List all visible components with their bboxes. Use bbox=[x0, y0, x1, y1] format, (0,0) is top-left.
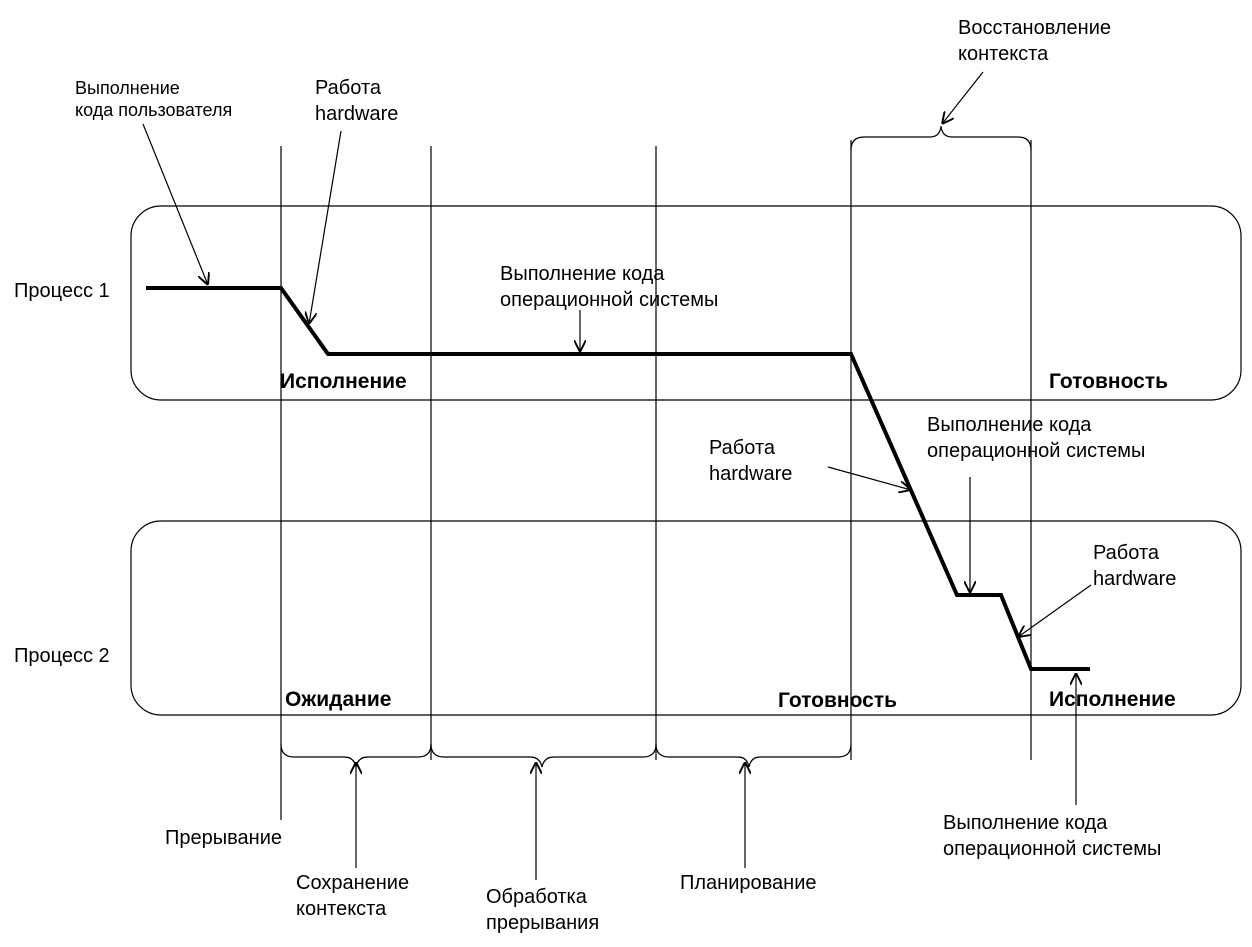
brace-restore-context bbox=[850, 125, 1032, 151]
brace-scheduling bbox=[655, 743, 852, 768]
annotation-hardware-1: Работа hardware bbox=[315, 77, 399, 125]
state-p2-ready: Готовность bbox=[778, 689, 898, 712]
phase-interrupt-handling: Обработка прерывания bbox=[486, 886, 600, 934]
state-p2-execution: Исполнение bbox=[1049, 688, 1176, 711]
arrow-user-code bbox=[142, 123, 208, 285]
brace-interrupt-handling bbox=[430, 743, 657, 768]
annotation-restore-context: Восстановление контекста bbox=[958, 17, 1111, 65]
phase-scheduling: Планирование bbox=[680, 872, 817, 894]
annotation-os-code-1: Выполнение кода операционной системы bbox=[500, 263, 719, 311]
process-1-box bbox=[130, 205, 1242, 401]
state-p1-ready: Готовность bbox=[1049, 370, 1169, 393]
process-2-box bbox=[130, 520, 1242, 716]
annotation-os-code-2: Выполнение кода операционной системы bbox=[927, 414, 1146, 462]
annotation-hardware-2: Работа hardware bbox=[709, 437, 793, 485]
phase-save-context: Сохранение контекста bbox=[296, 872, 410, 920]
phase-interrupt: Прерывание bbox=[165, 827, 282, 849]
state-p2-waiting: Ожидание bbox=[285, 688, 392, 711]
annotation-hardware-3: Работа hardware bbox=[1093, 542, 1177, 590]
annotation-os-code-3: Выполнение кода операционной системы bbox=[943, 812, 1162, 860]
arrow-hw3 bbox=[1018, 584, 1092, 637]
arrow-hw2 bbox=[827, 466, 911, 490]
execution-path bbox=[146, 286, 1090, 671]
arrow-restore-context bbox=[942, 71, 984, 124]
state-p1-execution: Исполнение bbox=[280, 370, 407, 393]
process-1-label: Процесс 1 bbox=[14, 280, 110, 302]
arrow-hw1 bbox=[309, 130, 342, 324]
annotation-user-code: Выполнение кода пользователя bbox=[75, 78, 233, 120]
process-2-label: Процесс 2 bbox=[14, 645, 110, 667]
